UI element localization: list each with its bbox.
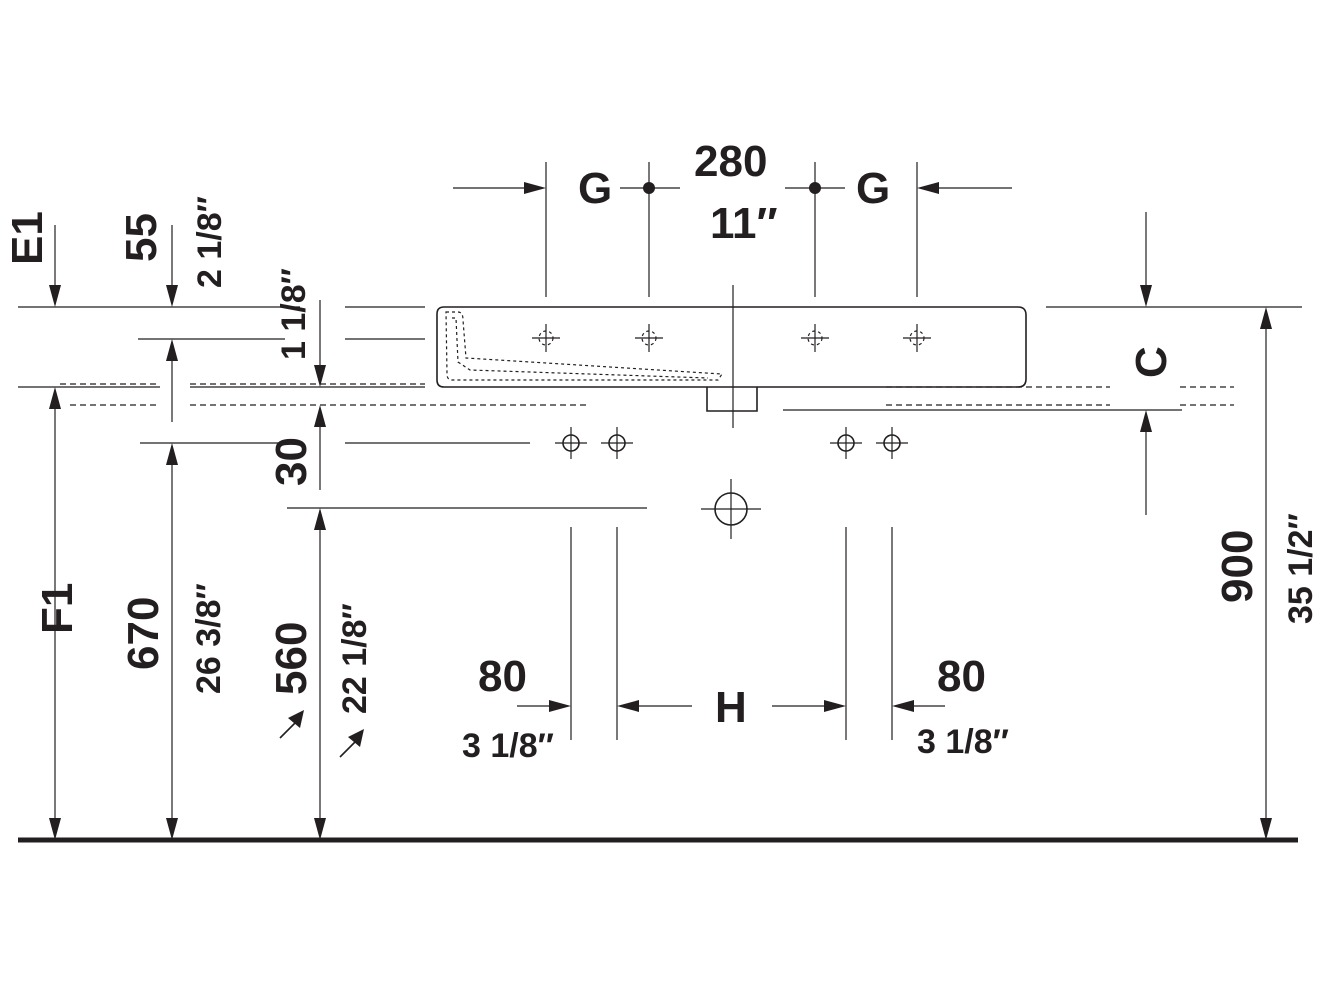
label-35-1-2: 35 1/2″	[1282, 513, 1319, 624]
basin	[436, 306, 1027, 412]
label-e1: E1	[3, 211, 52, 265]
label-11in: 11″	[710, 199, 778, 248]
label-280: 280	[694, 137, 767, 186]
label-f1: F1	[33, 583, 82, 634]
label-26-3-8: 26 3/8″	[190, 583, 228, 694]
label-c: C	[1127, 346, 1176, 378]
label-900: 900	[1213, 530, 1262, 603]
label-22-1-8: 22 1/8″	[336, 603, 374, 714]
bottom-dimensions	[517, 527, 945, 740]
label-3-1-8-left: 3 1/8″	[462, 727, 554, 765]
label-30: 30	[267, 437, 316, 486]
label-1-1-8: 1 1/8″	[275, 268, 313, 360]
dashed-lines	[60, 383, 1234, 406]
label-2-1-8: 2 1/8″	[191, 196, 229, 288]
label-670: 670	[119, 597, 168, 670]
label-560: 560	[267, 622, 316, 695]
label-3-1-8-right: 3 1/8″	[917, 723, 1009, 761]
wall-connection-holes	[555, 427, 908, 539]
label-g-right: G	[856, 164, 890, 213]
label-55: 55	[117, 213, 166, 262]
label-80-right: 80	[937, 652, 986, 701]
label-h: H	[715, 683, 747, 732]
tap-hole-marks	[532, 324, 931, 352]
extension-lines	[18, 306, 1302, 509]
right-dimensions	[1140, 212, 1272, 840]
left-dimensions	[49, 225, 364, 840]
label-80-left: 80	[478, 652, 527, 701]
top-dimension	[453, 162, 1012, 297]
label-g-left: G	[578, 164, 612, 213]
